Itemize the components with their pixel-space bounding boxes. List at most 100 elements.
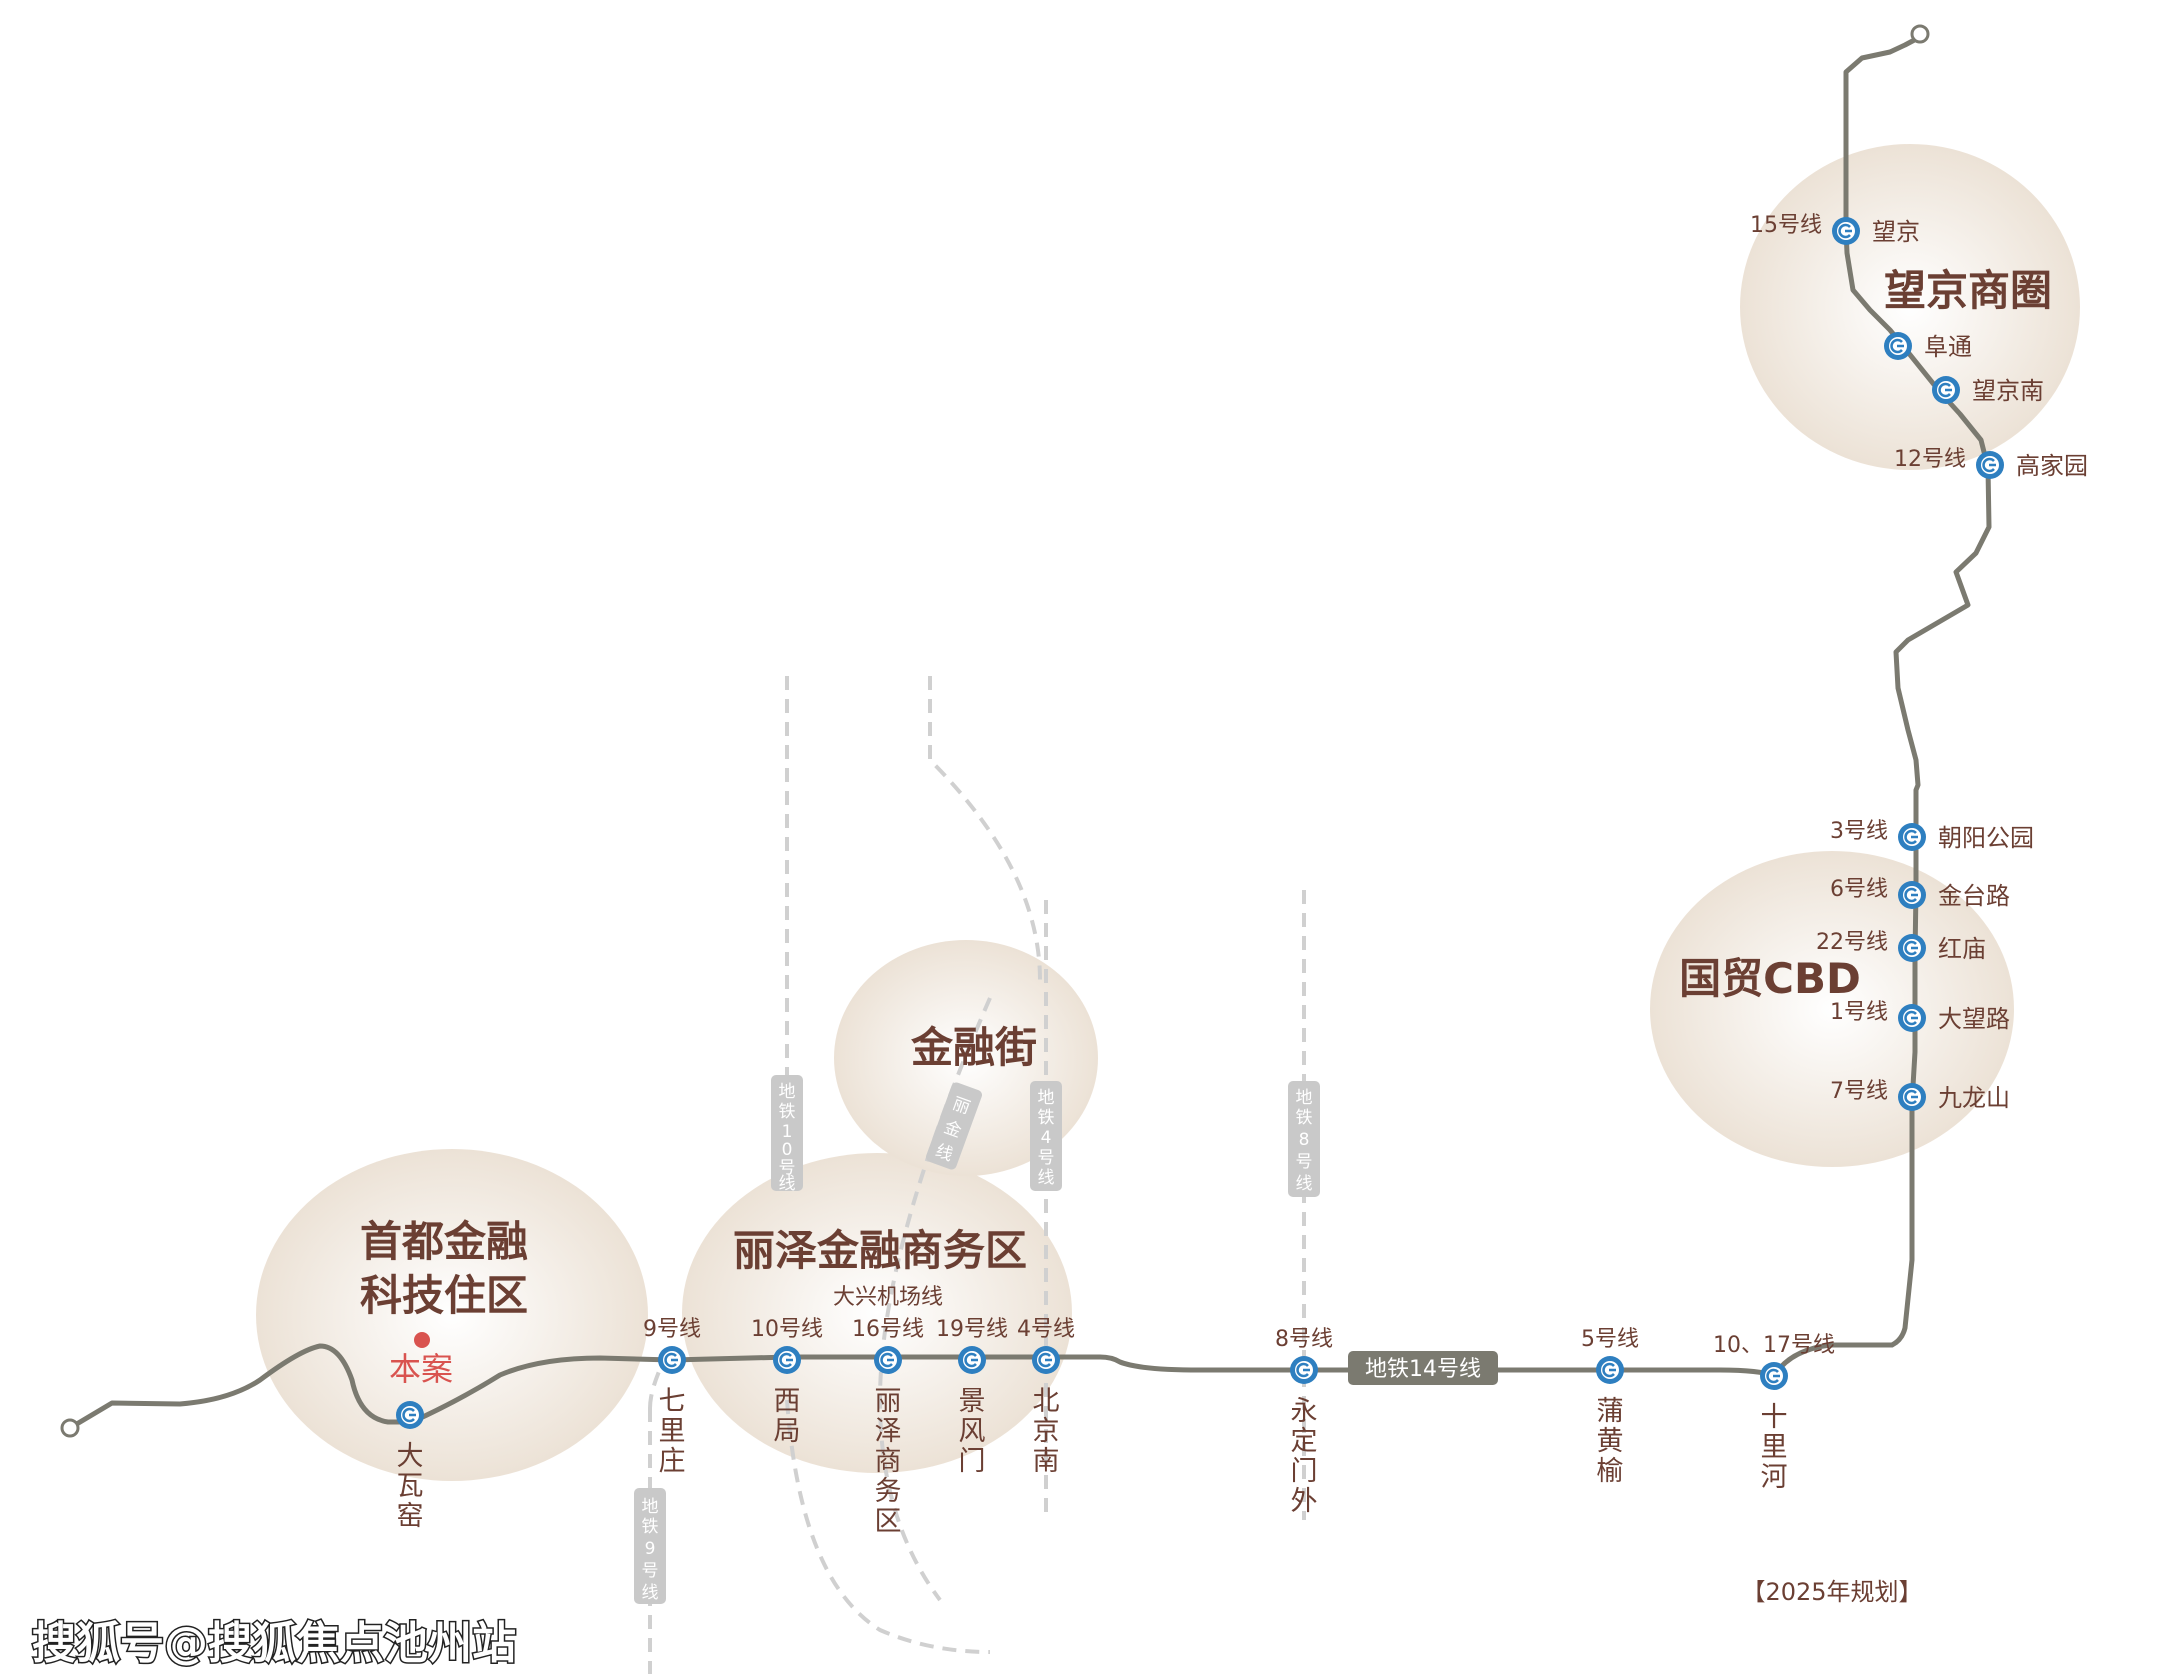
station-name-char: 区 — [875, 1506, 902, 1537]
svg-text:铁: 铁 — [779, 1102, 796, 1122]
line4-tag: 地 铁 4 号 线 — [1030, 1081, 1062, 1191]
station-line-label: 16号线 — [852, 1317, 924, 1342]
subway-station-icon[interactable] — [1884, 332, 1912, 360]
station-name-char: 风 — [959, 1416, 986, 1447]
svg-text:1: 1 — [782, 1122, 793, 1142]
subway-station-icon[interactable] — [1976, 451, 2004, 479]
subway-station-icon[interactable] — [1290, 1356, 1318, 1384]
svg-text:线: 线 — [1038, 1168, 1055, 1188]
subway-station-icon[interactable] — [1760, 1362, 1788, 1390]
station-name: 望京 — [1872, 218, 1920, 246]
line9-tag: 地 铁 9 号 线 — [634, 1488, 666, 1604]
area-shoudu-label-2: 科技住区 — [360, 1271, 528, 1320]
station-name-char: 里 — [659, 1416, 686, 1447]
subway-station-icon[interactable] — [1596, 1356, 1624, 1384]
plan-note: 【2025年规划】 — [1741, 1578, 1922, 1606]
svg-text:8: 8 — [1299, 1130, 1310, 1150]
station-name-char: 门 — [959, 1446, 986, 1477]
area-wangjing-bg — [1740, 144, 2080, 470]
station-name: 阜通 — [1924, 333, 1972, 361]
station-name-char: 庄 — [659, 1446, 686, 1477]
station-name-char: 北 — [1033, 1386, 1060, 1417]
station-line-label: 12号线 — [1894, 447, 1966, 472]
station-name: 大望路 — [1938, 1005, 2010, 1033]
station-name-char: 定 — [1291, 1426, 1318, 1457]
station-name-char: 榆 — [1597, 1456, 1624, 1487]
station-name-char: 河 — [1761, 1462, 1788, 1493]
svg-text:铁: 铁 — [1296, 1108, 1313, 1128]
subway-station-icon[interactable] — [1898, 934, 1926, 962]
svg-text:金: 金 — [941, 1117, 964, 1142]
subway-station-icon[interactable] — [1032, 1346, 1060, 1374]
station-line-label: 8号线 — [1275, 1327, 1333, 1352]
svg-text:铁: 铁 — [642, 1517, 659, 1537]
line10-tag: 地 铁 1 0 号 线 — [771, 1075, 803, 1194]
line9-dashed-bend — [648, 1359, 666, 1409]
subway-station-icon[interactable] — [1932, 376, 1960, 404]
area-lize-bg — [682, 1153, 1072, 1473]
subway-station-icon[interactable] — [658, 1346, 686, 1374]
station-name-char: 泽 — [875, 1416, 902, 1447]
subway-station-icon[interactable] — [1898, 881, 1926, 909]
station-line-label: 10号线 — [751, 1317, 823, 1342]
station-name-char: 永 — [1291, 1396, 1318, 1427]
station-line-label: 10、17号线 — [1713, 1333, 1835, 1358]
svg-text:号: 号 — [779, 1158, 796, 1178]
svg-text:丽: 丽 — [950, 1094, 973, 1119]
station-line-label-2: 大兴机场线 — [833, 1285, 943, 1310]
svg-text:4: 4 — [1041, 1128, 1052, 1148]
station-name-char: 丽 — [875, 1386, 902, 1417]
subway-station-icon[interactable] — [1898, 1004, 1926, 1032]
station-line-label: 19号线 — [936, 1317, 1008, 1342]
station-name-char: 京 — [1033, 1416, 1060, 1447]
svg-text:地: 地 — [1296, 1088, 1313, 1108]
lijin-dashed — [928, 676, 1042, 981]
svg-text:铁: 铁 — [1038, 1108, 1055, 1128]
station-name-char: 务 — [875, 1476, 902, 1507]
area-shoudu-label-1: 首都金融 — [360, 1217, 528, 1266]
svg-text:号: 号 — [1038, 1148, 1055, 1168]
station-name-char: 窑 — [397, 1501, 424, 1532]
line-end-circle-icon-west — [60, 1418, 80, 1438]
svg-text:地: 地 — [642, 1497, 659, 1517]
svg-text:线: 线 — [642, 1583, 659, 1603]
station-name-char: 七 — [659, 1386, 686, 1417]
svg-text:线: 线 — [933, 1141, 956, 1166]
area-guomao-label: 国贸CBD — [1679, 954, 1861, 1003]
svg-text:号: 号 — [642, 1561, 659, 1581]
station-name: 九龙山 — [1938, 1084, 2010, 1112]
line14-tag-label: 地铁14号线 — [1365, 1357, 1481, 1382]
line-end-circle-icon-north — [1910, 24, 1930, 44]
subway-station-icon[interactable] — [1898, 823, 1926, 851]
subway-station-icon[interactable] — [1898, 1083, 1926, 1111]
subway-station-icon[interactable] — [958, 1346, 986, 1374]
svg-text:9: 9 — [645, 1539, 656, 1559]
station-line-label: 1号线 — [1830, 1000, 1888, 1025]
subway-station-icon[interactable] — [396, 1401, 424, 1429]
station-name-char: 商 — [875, 1446, 902, 1477]
area-shoudu-bg — [256, 1149, 648, 1481]
subway-station-icon[interactable] — [1832, 217, 1860, 245]
station-name-char: 门 — [1291, 1456, 1318, 1487]
station-name-char: 局 — [774, 1416, 801, 1447]
subway-station-icon[interactable] — [773, 1346, 801, 1374]
station-name-char: 南 — [1033, 1446, 1060, 1477]
svg-text:线: 线 — [1296, 1174, 1313, 1194]
station-name: 高家园 — [2016, 452, 2088, 480]
svg-text:线: 线 — [779, 1174, 796, 1194]
station-line-label: 6号线 — [1830, 877, 1888, 902]
project-label: 本案 — [389, 1350, 453, 1388]
line10-dashed-south — [785, 1399, 991, 1654]
line14-tag-bg — [1348, 1351, 1498, 1385]
station-name: 朝阳公园 — [1938, 824, 2034, 852]
station-line-label: 7号线 — [1830, 1079, 1888, 1104]
station-name-char: 黄 — [1597, 1426, 1624, 1457]
area-lize-label: 丽泽金融商务区 — [733, 1226, 1027, 1275]
station-name-char: 外 — [1291, 1486, 1318, 1517]
subway-station-icon[interactable] — [874, 1346, 902, 1374]
station-name-char: 景 — [959, 1386, 986, 1417]
station-name-char: 里 — [1761, 1432, 1788, 1463]
station-line-label: 3号线 — [1830, 819, 1888, 844]
svg-text:地: 地 — [1038, 1088, 1055, 1108]
